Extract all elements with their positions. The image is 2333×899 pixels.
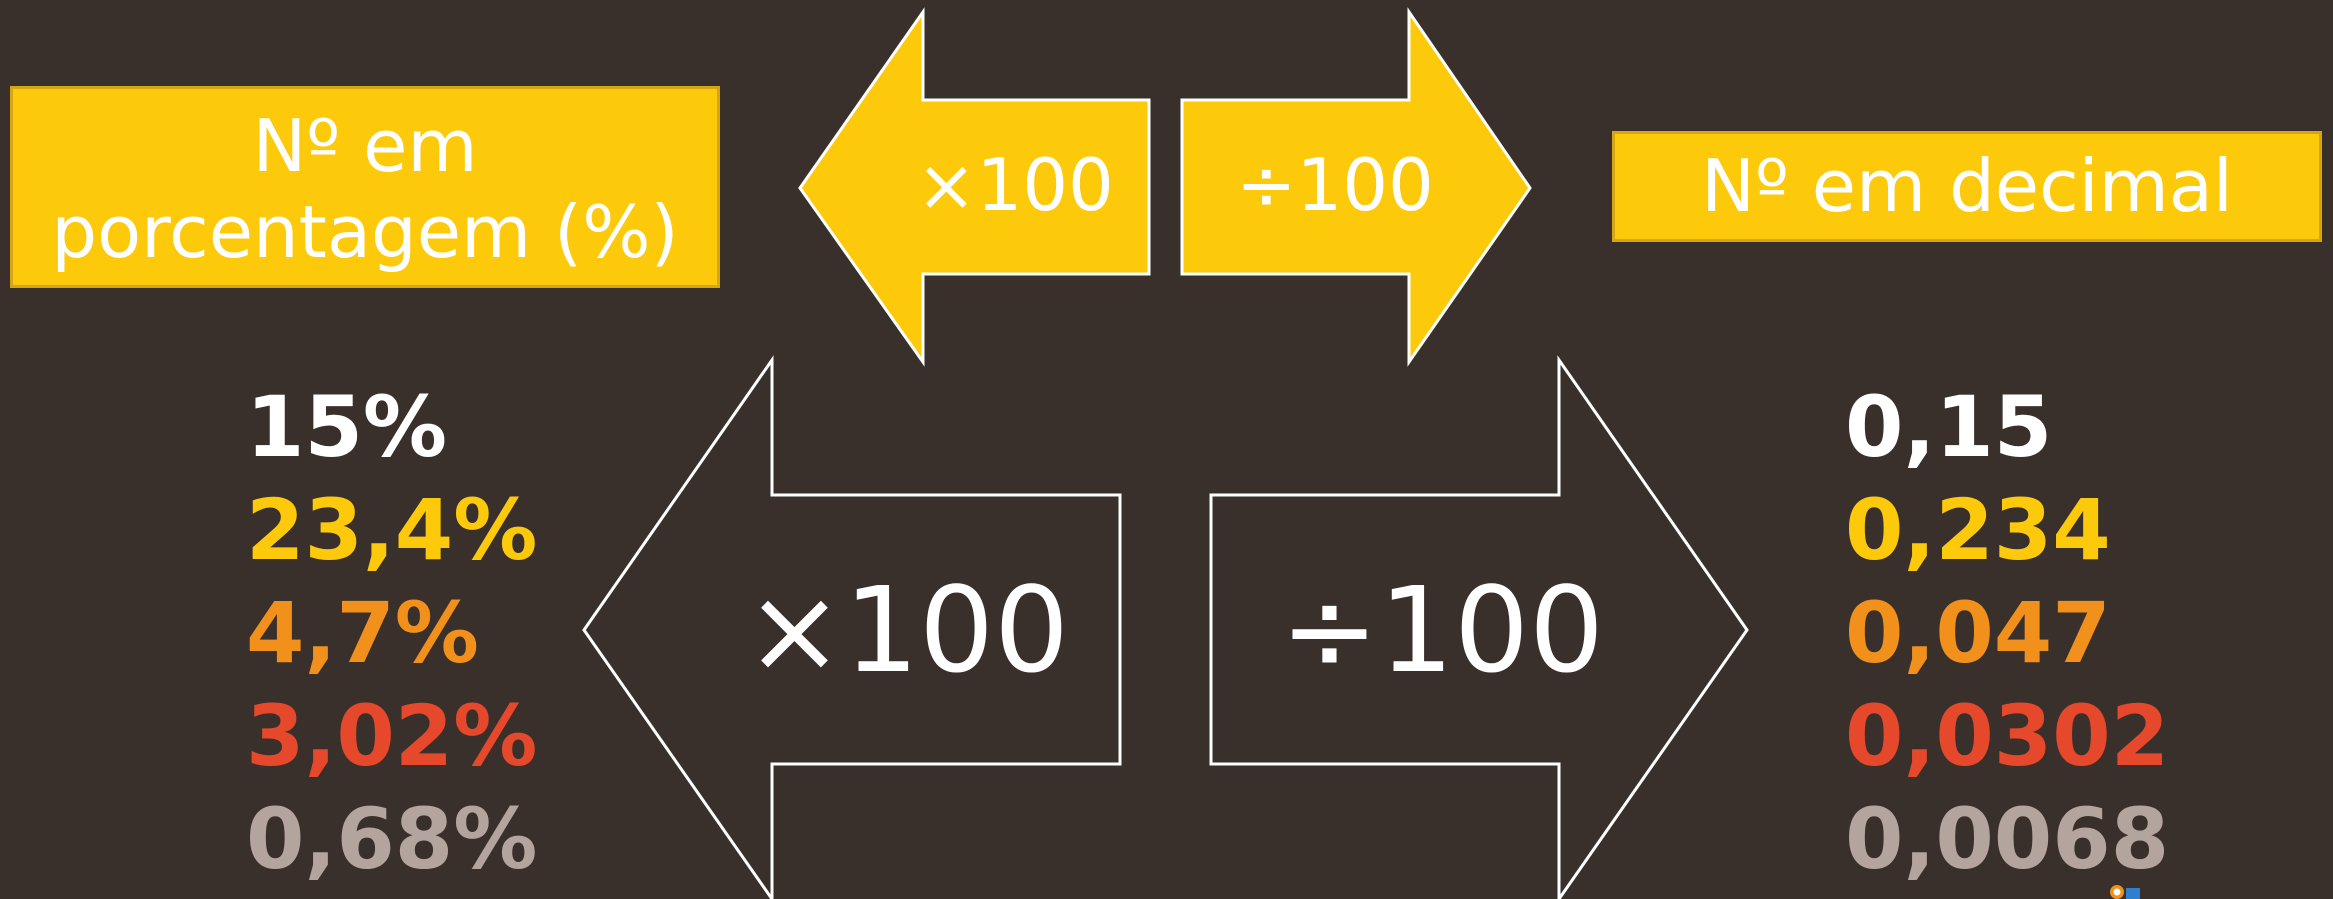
top-left-arrow	[798, 7, 1151, 367]
decimal-item: 0,15	[1845, 378, 2053, 476]
percent-label-text: Nº em porcentagem (%)	[51, 104, 679, 274]
percent-item: 23,4%	[246, 481, 538, 579]
decimal-item: 0,047	[1845, 584, 2111, 682]
decimal-label-text: Nº em decimal	[1701, 144, 2233, 228]
logo-icon	[2110, 885, 2140, 899]
decimal-item: 0,0302	[1845, 687, 2170, 785]
percent-item: 4,7%	[246, 584, 479, 682]
decimal-list: 0,15 0,234 0,047 0,0302 0,0068	[1845, 376, 2169, 891]
percent-list: 15% 23,4% 4,7% 3,02% 0,68%	[246, 376, 537, 891]
big-right-arrow	[1209, 355, 1749, 899]
big-left-arrow	[582, 355, 1122, 899]
decimal-item: 0,0068	[1845, 790, 2170, 888]
percent-item: 3,02%	[246, 687, 538, 785]
big-right-arrow-label: ÷100	[1280, 561, 1605, 699]
percent-item: 0,68%	[246, 790, 538, 888]
top-right-arrow-label: ÷100	[1236, 143, 1434, 227]
decimal-item: 0,234	[1845, 481, 2111, 579]
top-right-arrow	[1180, 7, 1532, 367]
top-left-arrow-label: ×100	[916, 143, 1114, 227]
percent-label-box: Nº em porcentagem (%)	[10, 86, 720, 288]
decimal-label-box: Nº em decimal	[1612, 131, 2322, 242]
percent-item: 15%	[246, 378, 448, 476]
big-left-arrow-label: ×100	[745, 561, 1070, 699]
